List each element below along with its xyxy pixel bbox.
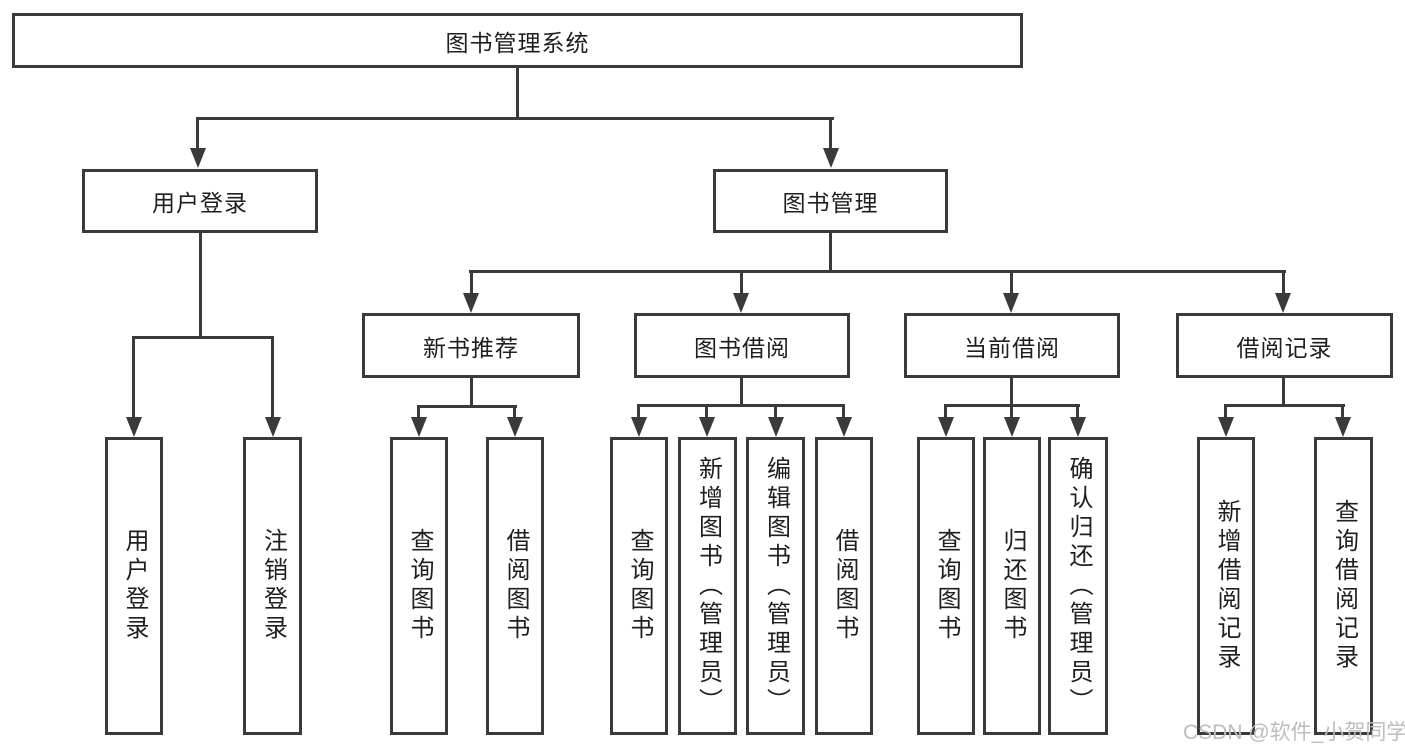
connector-line	[1010, 404, 1013, 418]
connector-line	[417, 405, 420, 419]
connector-line	[1010, 378, 1013, 406]
connector-line	[132, 336, 274, 339]
connector-line	[196, 117, 199, 150]
node-new-book-recommend: 新书推荐	[362, 313, 580, 378]
watermark-text: CSDN @软件_小贺同学	[1183, 721, 1405, 744]
connector-line	[1224, 404, 1227, 418]
connector-line	[774, 404, 777, 418]
node-add-book-admin-label: 新增图书（管理员）	[694, 455, 722, 717]
connector-line	[271, 336, 274, 418]
node-query-books-recommend: 查询图书	[390, 437, 448, 735]
arrowhead-down-icon	[265, 417, 281, 437]
node-borrow-books-recommend: 借阅图书	[486, 437, 544, 735]
connector-line	[944, 404, 947, 418]
node-edit-book-admin-label: 编辑图书（管理员）	[762, 455, 790, 717]
node-borrow-books-borrowing: 借阅图书	[815, 437, 873, 735]
node-query-books-borrowing: 查询图书	[610, 437, 668, 735]
node-edit-book-admin: 编辑图书（管理员）	[746, 437, 805, 735]
arrowhead-down-icon	[507, 417, 523, 437]
node-add-borrow-record: 新增借阅记录	[1197, 437, 1255, 735]
node-return-books: 归还图书	[983, 437, 1041, 735]
node-root-label: 图书管理系统	[445, 29, 590, 56]
connector-line	[637, 404, 640, 418]
connector-line	[516, 68, 519, 119]
node-add-book-admin: 新增图书（管理员）	[678, 437, 737, 735]
node-book-management-group: 图书管理	[713, 169, 948, 233]
connector-line	[740, 270, 743, 296]
arrowhead-down-icon	[733, 293, 749, 313]
connector-line	[1282, 378, 1285, 406]
node-user-login: 用户登录	[105, 437, 163, 735]
node-new-book-recommend-label: 新书推荐	[423, 334, 519, 361]
arrowhead-down-icon	[836, 417, 852, 437]
arrowhead-down-icon	[768, 417, 784, 437]
connector-line	[132, 336, 135, 418]
arrowhead-down-icon	[190, 148, 206, 168]
node-book-borrowing-label: 图书借阅	[694, 334, 790, 361]
node-user-login-label: 用户登录	[121, 528, 148, 644]
connector-line	[829, 117, 832, 150]
connector-line	[1224, 404, 1345, 407]
arrowhead-down-icon	[1003, 293, 1019, 313]
node-book-borrowing: 图书借阅	[634, 313, 850, 378]
connector-line	[842, 404, 845, 418]
arrowhead-down-icon	[823, 148, 839, 168]
arrowhead-down-icon	[631, 417, 647, 437]
connector-line	[1341, 404, 1344, 418]
arrowhead-down-icon	[411, 417, 427, 437]
node-logout-login: 注销登录	[243, 437, 302, 735]
connector-line	[1282, 270, 1285, 296]
connector-line	[637, 404, 845, 407]
node-query-books-recommend-label: 查询图书	[406, 528, 433, 644]
connector-line	[1076, 404, 1079, 418]
arrowhead-down-icon	[1218, 417, 1234, 437]
node-logout-login-label: 注销登录	[259, 528, 287, 644]
arrowhead-down-icon	[463, 293, 479, 313]
connector-line	[417, 405, 517, 408]
arrowhead-down-icon	[1335, 417, 1351, 437]
connector-line	[513, 405, 516, 419]
node-current-borrowing-label: 当前借阅	[964, 334, 1060, 361]
connector-line	[470, 270, 473, 296]
node-user-login-group-label: 用户登录	[152, 190, 248, 216]
node-borrow-books-recommend-label: 借阅图书	[502, 528, 529, 644]
node-current-borrowing: 当前借阅	[904, 313, 1120, 378]
node-confirm-return-admin: 确认归还（管理员）	[1048, 437, 1108, 735]
connector-line	[740, 378, 743, 406]
arrowhead-down-icon	[699, 417, 715, 437]
connector-line	[829, 233, 832, 272]
arrowhead-down-icon	[1275, 293, 1291, 313]
connector-line	[199, 233, 202, 337]
node-confirm-return-admin-label: 确认归还（管理员）	[1065, 455, 1092, 717]
connector-line	[469, 270, 1286, 273]
node-root: 图书管理系统	[12, 13, 1023, 68]
connector-line	[705, 404, 708, 418]
arrowhead-down-icon	[1004, 417, 1020, 437]
node-query-borrow-record: 查询借阅记录	[1314, 437, 1373, 735]
connector-line	[470, 378, 473, 408]
node-borrowing-records: 借阅记录	[1176, 313, 1393, 378]
node-return-books-label: 归还图书	[999, 528, 1026, 644]
node-query-books-current-label: 查询图书	[933, 528, 960, 644]
connector-line	[196, 117, 834, 120]
node-borrowing-records-label: 借阅记录	[1236, 334, 1333, 361]
connector-line	[1010, 270, 1013, 296]
arrowhead-down-icon	[126, 417, 142, 437]
arrowhead-down-icon	[938, 417, 954, 437]
node-borrow-books-borrowing-label: 借阅图书	[831, 528, 858, 644]
arrowhead-down-icon	[1070, 417, 1086, 437]
node-query-books-current: 查询图书	[917, 437, 975, 735]
node-query-books-borrowing-label: 查询图书	[626, 528, 653, 644]
node-user-login-group: 用户登录	[82, 169, 318, 233]
node-query-borrow-record-label: 查询借阅记录	[1330, 499, 1358, 673]
node-book-management-group-label: 图书管理	[782, 190, 879, 216]
node-add-borrow-record-label: 新增借阅记录	[1213, 499, 1240, 673]
